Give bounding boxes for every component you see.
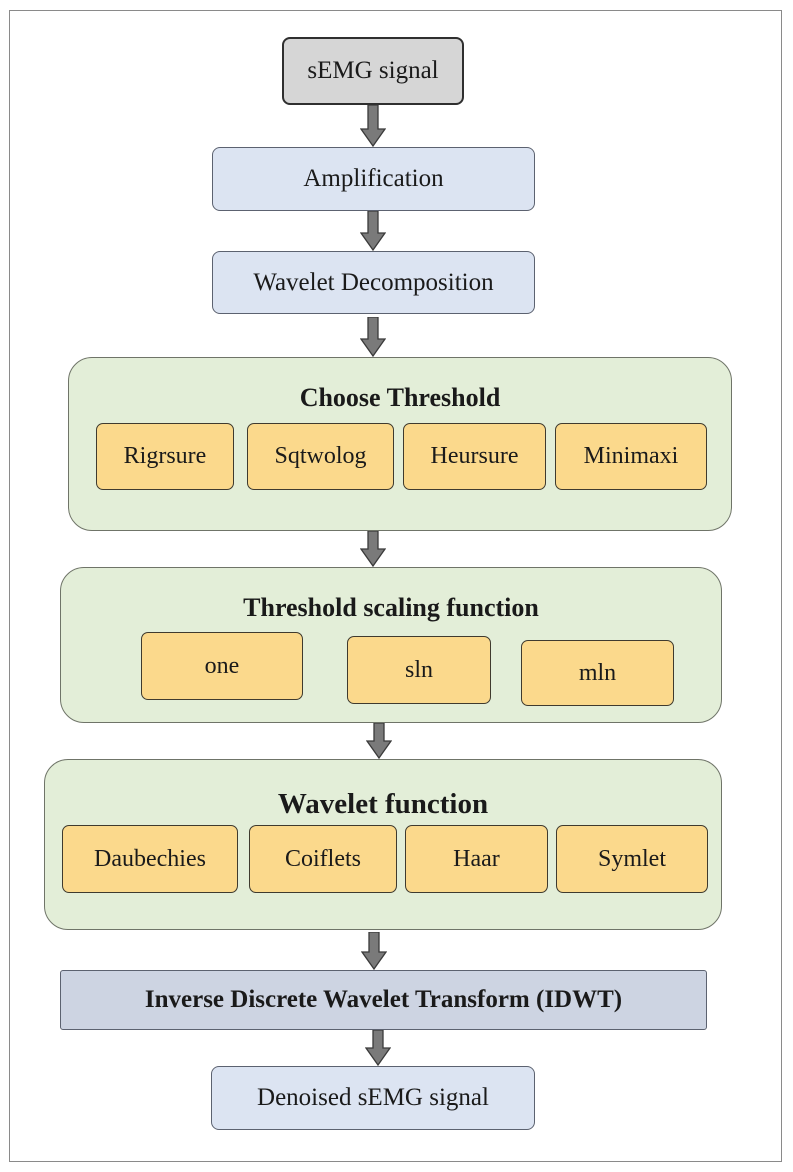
choose-threshold-group: Choose Threshold Rigrsure Sqtwolog Heurs…: [68, 357, 732, 531]
flow-arrow-4: [360, 531, 386, 567]
scaling-option-one: one: [141, 632, 303, 700]
threshold-option-sqtwolog: Sqtwolog: [247, 423, 394, 490]
wavelet-function-group: Wavelet function Daubechies Coiflets Haa…: [44, 759, 722, 930]
threshold-option-heursure: Heursure: [403, 423, 546, 490]
threshold-option-rigrsure: Rigrsure: [96, 423, 234, 490]
threshold-scaling-group: Threshold scaling function one sln mln: [60, 567, 722, 723]
flow-arrow-5: [366, 723, 392, 759]
flow-arrow-6: [361, 932, 387, 970]
choose-threshold-title: Choose Threshold: [299, 383, 501, 412]
denoised-semg-signal-node: Denoised sEMG signal: [211, 1066, 535, 1130]
threshold-option-minimaxi: Minimaxi: [555, 423, 707, 490]
idwt-node: Inverse Discrete Wavelet Transform (IDWT…: [60, 970, 707, 1030]
flow-arrow-1: [360, 105, 386, 147]
flow-arrow-7: [365, 1030, 391, 1066]
wavelet-decomposition-node: Wavelet Decomposition: [212, 251, 535, 314]
flow-arrow-2: [360, 211, 386, 251]
semg-signal-node: sEMG signal: [282, 37, 464, 105]
flow-arrow-3: [360, 317, 386, 357]
wavelet-option-haar: Haar: [405, 825, 548, 893]
wavelet-option-coiflets: Coiflets: [249, 825, 397, 893]
wavelet-option-symlet: Symlet: [556, 825, 708, 893]
threshold-scaling-title: Threshold scaling function: [243, 593, 539, 622]
scaling-option-sln: sln: [347, 636, 491, 704]
amplification-node: Amplification: [212, 147, 535, 211]
scaling-option-mln: mln: [521, 640, 674, 706]
wavelet-function-title: Wavelet function: [277, 788, 489, 820]
wavelet-option-daubechies: Daubechies: [62, 825, 238, 893]
